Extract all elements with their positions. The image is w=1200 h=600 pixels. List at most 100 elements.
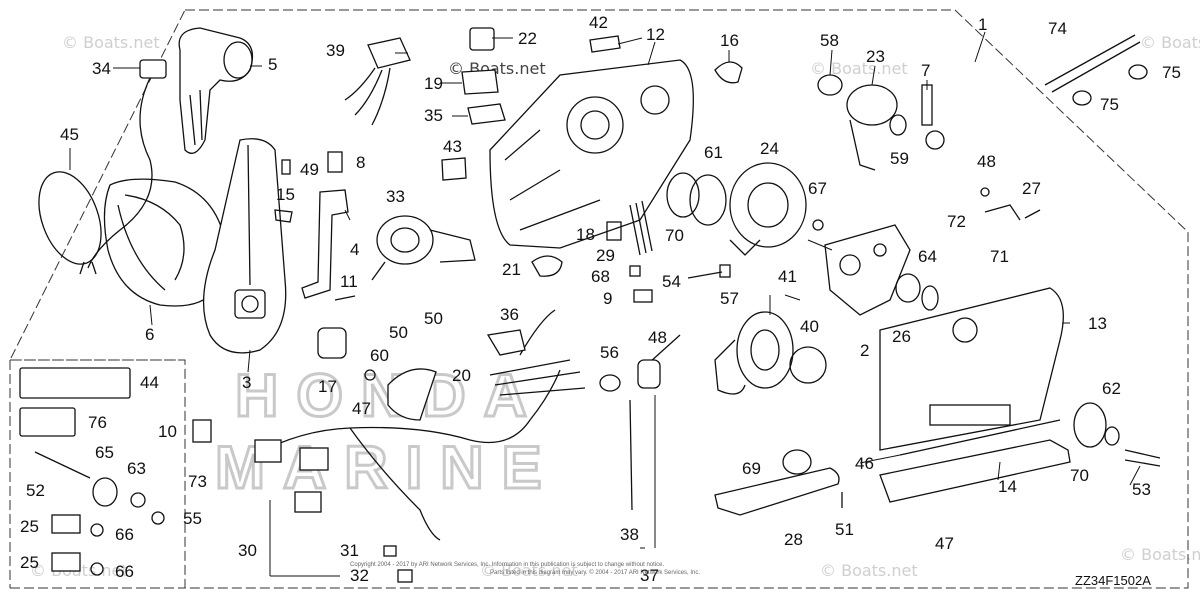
callout-22: 22 [518,29,537,48]
callout-41: 41 [778,267,797,286]
callout-50: 50 [389,323,408,342]
callout-15: 15 [276,185,295,204]
callout-7: 7 [921,61,930,80]
lower-plate-part [879,439,1071,503]
callout-14: 14 [998,477,1017,496]
washer-part [889,114,907,136]
callout-28: 28 [784,530,803,549]
trim-switch-part [79,59,167,275]
spacer-part [92,477,118,507]
callout-44: 44 [140,373,159,392]
callout-71: 71 [990,247,1009,266]
callout-33: 33 [386,187,405,206]
plug-part [637,359,661,389]
callout-50: 50 [424,309,443,328]
bearing-ring-lower-part [1073,402,1107,448]
spring-part [327,151,343,173]
callout-43: 43 [443,137,462,156]
callout-13: 13 [1088,314,1107,333]
detent-lever-part [921,84,945,150]
washer-lower-part [1104,426,1120,446]
callout-18: 18 [576,225,595,244]
callout-37: 37 [640,566,659,585]
callout-70: 70 [665,226,684,245]
clamp-block-part [51,514,81,534]
watermark: © Boats.net [480,561,578,580]
callout-32: 32 [350,566,369,585]
label-part [441,157,467,181]
brand-line-1: HONDA [235,362,545,429]
sleeve-part [397,569,413,583]
screw-head-part [980,187,990,197]
callout-45: 45 [60,125,79,144]
callout-48: 48 [977,152,996,171]
callout-47: 47 [352,399,371,418]
arc-plate-part [387,368,437,421]
cap-small-part [364,369,376,381]
callout-70: 70 [1070,466,1089,485]
trim-motor-part [714,311,794,395]
harness-clip-part [486,329,526,356]
pin-small-part [334,295,356,301]
retainer-part [714,61,743,84]
callout-67: 67 [808,179,827,198]
decal-part [589,35,621,53]
plate-clip-part [633,289,653,303]
side-plate-part [879,287,1064,451]
callout-34: 34 [92,59,111,78]
label-plate-small-part [19,407,76,437]
callout-51: 51 [835,520,854,539]
gear-part [729,162,807,256]
plate-part [461,69,499,95]
callout-39: 39 [326,41,345,60]
callout-75: 75 [1162,63,1181,82]
callout-19: 19 [424,74,443,93]
bolt-tiny-part [383,545,397,557]
buzzer-part [317,327,347,359]
long-bolt-part [34,451,91,479]
callout-9: 9 [603,289,612,308]
callout-47: 47 [935,534,954,553]
bolt-lower-part [1124,449,1161,467]
callout-2: 2 [860,341,869,360]
cap-part [469,27,495,51]
callout-21: 21 [502,260,521,279]
callout-57: 57 [720,289,739,308]
switch-part [606,221,622,241]
part-drawings [19,27,1161,583]
callout-54: 54 [662,272,681,291]
callout-30: 30 [238,541,257,560]
gasket-part [467,103,506,125]
screw-part [281,159,291,175]
collar-nut-part [719,264,731,278]
callout-24: 24 [760,139,779,158]
callout-20: 20 [452,366,471,385]
callout-66: 66 [115,525,134,544]
plate-edge-line [899,419,1061,456]
collar-part [817,74,843,96]
clip-part [274,209,293,223]
nut-small-part [151,511,165,525]
callout-42: 42 [589,13,608,32]
callout-38: 38 [620,525,639,544]
callout-1: 1 [978,15,987,34]
callout-69: 69 [742,459,761,478]
roller-part [895,273,921,303]
holder-part [192,419,212,443]
callout-5: 5 [268,55,277,74]
copyright-line-2: Parts listed in this diagram may vary. ©… [490,569,700,576]
clamp-block-lower-part [51,552,81,572]
callout-49: 49 [300,160,319,179]
callouts: 1 2 3 4 5 6 7 8 9 10 11 12 13 14 15 16 1… [20,13,1181,585]
callout-62: 62 [1102,379,1121,398]
callout-60: 60 [370,346,389,365]
callout-23: 23 [866,47,885,66]
hose-clip-lower-part [1072,90,1092,106]
washer-small-part [130,492,146,508]
callout-10: 10 [158,422,177,441]
callout-29: 29 [596,246,615,265]
callout-63: 63 [127,459,146,478]
wire-harness-part [254,309,586,541]
callout-72: 72 [947,212,966,231]
watermark: © Boats.net [1120,545,1200,564]
